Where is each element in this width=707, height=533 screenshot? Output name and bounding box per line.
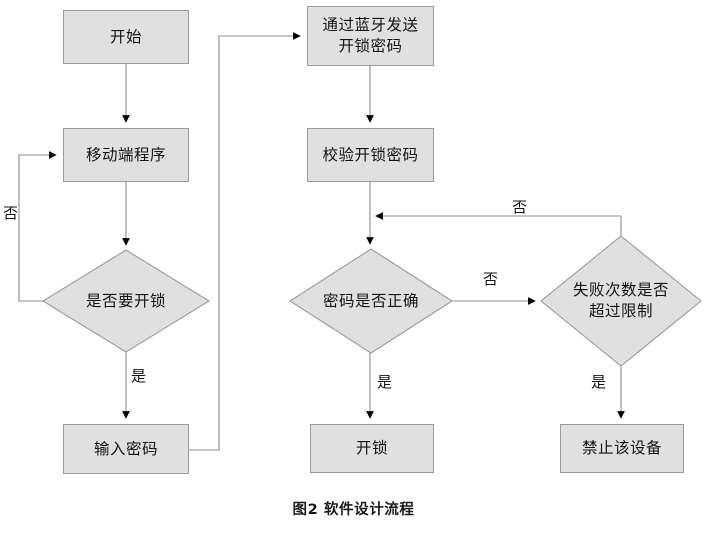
decision-fail-limit	[540, 235, 702, 367]
decision-pwd-correct	[288, 248, 454, 354]
node-block-device[interactable]: 禁止该设备	[560, 424, 684, 473]
edge-label-left-yes: 是	[131, 367, 147, 385]
edge-label-top-no: 否	[512, 198, 528, 216]
edge-label-middle-no: 否	[483, 270, 499, 288]
node-mobile-app[interactable]: 移动端程序	[63, 128, 189, 182]
edge-input-to-send	[189, 32, 301, 451]
decision-need-unlock	[41, 249, 211, 353]
node-verify-unlock-code[interactable]: 校验开锁密码	[307, 128, 434, 182]
edge-label-middle-yes: 是	[377, 373, 393, 391]
node-start[interactable]: 开始	[63, 10, 189, 64]
node-send-unlock-code-via-bluetooth[interactable]: 通过蓝牙发送 开锁密码	[307, 6, 434, 66]
node-input-password[interactable]: 输入密码	[63, 424, 189, 474]
figure-caption: 图2 软件设计流程	[292, 502, 415, 518]
edge-label-left-no: 否	[1, 205, 19, 220]
edge-label-right-yes: 是	[591, 373, 607, 391]
node-unlock[interactable]: 开锁	[310, 424, 434, 473]
edge-faillimit-no-to-verify	[375, 212, 622, 236]
edge-decision-no-loop	[18, 151, 57, 302]
